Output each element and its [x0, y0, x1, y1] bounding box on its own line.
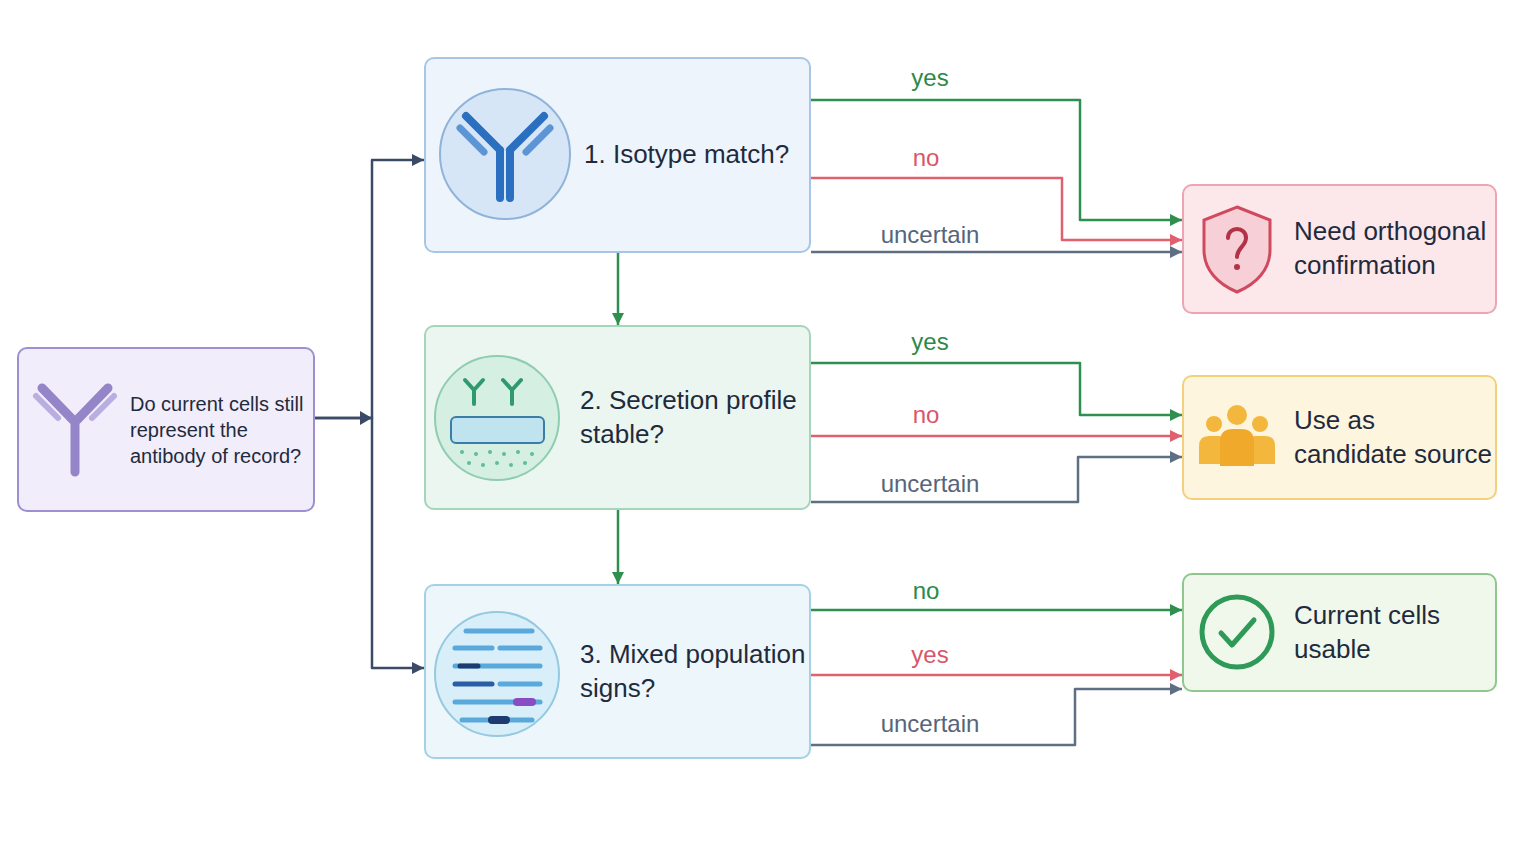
icon-circle [440, 89, 570, 219]
connector-arrow [811, 609, 1182, 612]
connector-arrow [315, 418, 424, 668]
node-label: 3. Mixed population signs? [580, 638, 806, 706]
question-dot [1234, 264, 1240, 270]
dot [474, 452, 478, 456]
antibody-heavy-chain [466, 116, 544, 198]
node-text-block: Use as candidate source [1294, 377, 1494, 498]
connector-arrow [617, 253, 620, 325]
dot [488, 450, 492, 454]
node-text-block: Current cells usable [1294, 575, 1494, 690]
dot [467, 461, 471, 465]
bar-mark [460, 664, 478, 669]
question-box: Do current cells still represent the ant… [17, 347, 315, 512]
node-label: 1. Isotype match? [584, 138, 806, 172]
connector-arrow [811, 363, 1182, 415]
culture-tray [451, 417, 544, 443]
node-label: Do current cells still represent the ant… [130, 391, 312, 469]
dot [516, 450, 520, 454]
node-label: Current cells usable [1294, 599, 1494, 667]
edge-label: uncertain [881, 470, 980, 498]
connector-arrow [811, 457, 1182, 502]
edge-label: yes [911, 641, 948, 669]
bar [455, 700, 540, 705]
edge-label: no [913, 577, 940, 605]
dot [502, 452, 506, 456]
antibody-heavy-chain [42, 388, 108, 472]
bar [500, 682, 540, 687]
connector-arrow [811, 251, 1182, 254]
decision-box: 1. Isotype match? [424, 57, 811, 253]
edge-label: yes [911, 64, 948, 92]
secretion-dots [460, 450, 534, 467]
connector-arrow [315, 160, 424, 418]
node-text-block: 2. Secretion profile stable? [580, 327, 806, 508]
dot [509, 463, 513, 467]
question-symbol [1228, 229, 1246, 257]
bar [462, 718, 532, 723]
connector-arrow [811, 689, 1182, 745]
dot [495, 461, 499, 465]
dot [460, 450, 464, 454]
bar-mark [492, 716, 506, 724]
bar [455, 664, 540, 669]
antibody-light-chain [36, 396, 114, 418]
bar [466, 629, 532, 634]
antibody-small [503, 380, 521, 404]
edge-label: uncertain [881, 221, 980, 249]
antibody-icon [460, 116, 550, 198]
node-label: Need orthogonal confirmation [1294, 215, 1494, 283]
person-body [1245, 436, 1275, 464]
antibody-small [465, 380, 483, 404]
outcome-box: Use as candidate source [1182, 375, 1497, 500]
dot [481, 463, 485, 467]
bar [455, 682, 492, 687]
junction-arrowhead [360, 411, 372, 425]
antibody-light-chain [460, 128, 550, 152]
node-label: 2. Secretion profile stable? [580, 384, 806, 452]
icon-circle [435, 612, 559, 736]
antibody-icon [36, 388, 114, 472]
connector-arrow [617, 510, 620, 584]
bar-mark [517, 698, 532, 706]
bar [455, 646, 540, 651]
edge-label: yes [911, 328, 948, 356]
node-text-block: 3. Mixed population signs? [580, 586, 806, 757]
node-text-block: Need orthogonal confirmation [1294, 186, 1494, 312]
connector-arrow [811, 100, 1182, 220]
people-icon [1199, 405, 1275, 466]
node-label: Use as candidate source [1294, 404, 1494, 472]
node-text-block: Do current cells still represent the ant… [130, 349, 312, 510]
shield-icon [1204, 207, 1270, 292]
connector-arrow [811, 435, 1182, 438]
person-body [1199, 436, 1229, 464]
decision-box: 2. Secretion profile stable? [424, 325, 811, 510]
check-mark [1221, 620, 1254, 645]
secreted-antibody [465, 380, 521, 404]
connector-arrow [811, 674, 1182, 677]
dot [523, 461, 527, 465]
connector-arrow [811, 178, 1182, 240]
dot [530, 452, 534, 456]
edge-label: uncertain [881, 710, 980, 738]
check-circle [1202, 597, 1272, 667]
outcome-box: Current cells usable [1182, 573, 1497, 692]
icon-circle [435, 356, 559, 480]
person-head [1206, 416, 1222, 432]
edge-label: no [913, 144, 940, 172]
person-head [1227, 405, 1247, 425]
node-text-block: 1. Isotype match? [584, 59, 806, 251]
decision-box: 3. Mixed population signs? [424, 584, 811, 759]
person-body [1220, 429, 1254, 466]
outcome-box: Need orthogonal confirmation [1182, 184, 1497, 314]
person-head [1252, 416, 1268, 432]
population-bars [455, 631, 540, 720]
edge-label: no [913, 401, 940, 429]
